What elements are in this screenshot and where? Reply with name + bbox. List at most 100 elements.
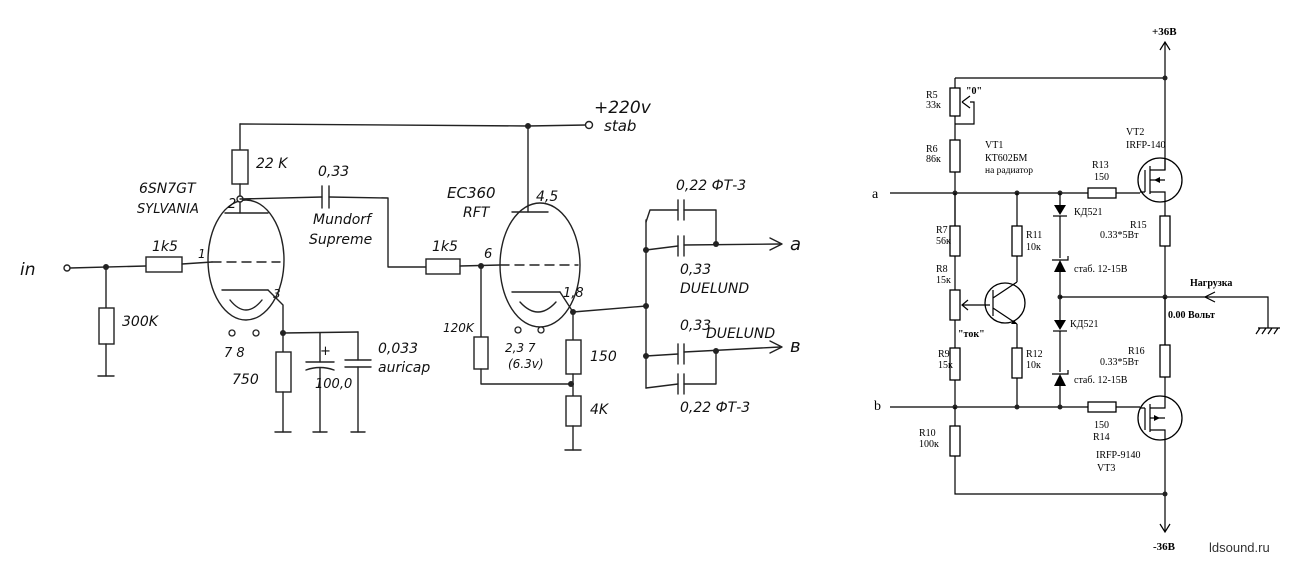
resistor-r8 (949, 289, 961, 321)
right-output-schematic: +36В R5 33к "0" R6 86к VT1 КТ602БМ на ра… (872, 26, 1280, 555)
junction-dot (1162, 75, 1168, 81)
r7-name: R7 (936, 225, 948, 236)
resistor-r7 (949, 225, 961, 257)
resistor-300k-label: 300K (122, 314, 160, 330)
junction-dot (1057, 404, 1063, 410)
r13-value: 150 (1094, 172, 1109, 183)
input-a-label: a (872, 187, 879, 202)
r6-name: R6 (926, 144, 938, 155)
resistor-r12 (1011, 347, 1023, 379)
pin-45-label: 4,5 (536, 189, 558, 205)
minus-36v-label: -36В (1153, 541, 1176, 553)
resistor-r11 (1011, 225, 1023, 257)
junction-dot (103, 264, 109, 270)
resistor-120k (473, 336, 489, 370)
minus-rail-arrow (1159, 523, 1171, 534)
junction-dot (1014, 404, 1020, 410)
resistor-750 (275, 351, 292, 393)
zero-label: "0" (966, 86, 982, 97)
cap-a-bot-brand: DUELUND (680, 281, 749, 297)
pin-6-label: 6 (484, 247, 492, 262)
resistor-120k-label: 120K (443, 321, 475, 335)
vt3-name: VT3 (1097, 463, 1115, 474)
transistor-vt1 (984, 282, 1026, 324)
r10-value: 100к (919, 439, 939, 450)
tube1-name-label: 6SN7GT (139, 181, 197, 197)
vt1-arrow (1011, 320, 1017, 324)
cathode-bus-wire (282, 331, 359, 334)
r11-value: 10к (1026, 242, 1041, 253)
r5-name: R5 (926, 90, 938, 101)
junction-dot (643, 303, 649, 309)
resistor-grid-1k5 (425, 258, 461, 275)
junction-dot (568, 381, 574, 387)
pin-circle (252, 329, 260, 337)
r12-name: R12 (1026, 349, 1043, 360)
r14-value: 150 (1094, 420, 1109, 431)
vt2-name: VT2 (1126, 127, 1144, 138)
pin-circle (537, 326, 545, 334)
cap-b-bot-label: 0,22 ФТ-3 (680, 400, 750, 416)
r15-name: R15 (1130, 220, 1147, 231)
volt-reading: 0.00 Вольт (1168, 310, 1215, 321)
zener-bar (1052, 370, 1069, 375)
r10-wire (954, 456, 1165, 495)
diode-kd521-top (1054, 205, 1066, 215)
resistor-r6 (949, 139, 961, 173)
resistor-150-label: 150 (590, 349, 617, 365)
out-b-arrow (769, 340, 783, 354)
vt1-note: на радиатор (985, 166, 1033, 176)
tube2-maker-label: RFT (463, 205, 491, 221)
d-bot-label: КД521 (1070, 319, 1099, 330)
r7-value: 56к (936, 236, 951, 247)
cap-auricap-label: auricap (378, 360, 430, 376)
output-bus-wire (572, 305, 647, 313)
left-tube-schematic: +220v stab 22 K 2 6SN7GT SYLVANIA in 1k5… (20, 98, 801, 451)
pin-circle (228, 329, 236, 337)
heater-pins-label: 7 8 (224, 346, 245, 361)
mosfet-vt2 (1137, 157, 1183, 203)
ground-symbol (1255, 327, 1280, 335)
coupling-cap-brand1: Mundorf (313, 212, 373, 228)
cap-b-top-value: 0,33 (680, 318, 711, 334)
pin-circle (514, 326, 522, 334)
tube2-name-label: EC360 (447, 184, 496, 202)
r16-name: R16 (1128, 346, 1145, 357)
cap-b-top-brand: DUELUND (706, 326, 775, 342)
cap-b-bot-wire (683, 350, 717, 385)
r6-value: 86к (926, 154, 941, 165)
resistor-r14 (1087, 401, 1117, 413)
pin-18-label: 1,8 (563, 286, 584, 301)
cathode-wire (267, 289, 284, 334)
r12-value: 10к (1026, 360, 1041, 371)
out-b-label: в (790, 336, 801, 357)
heater2-voltage-label: (6.3v) (508, 357, 544, 371)
coupling-cap-brand2: Supreme (309, 232, 372, 248)
r5-value: 33к (926, 100, 941, 111)
grid2-leak-wire (480, 368, 571, 385)
supply-rail-wire (239, 123, 587, 127)
pin-3-label: 3 (273, 287, 281, 301)
resistor-input-label: 1k5 (152, 239, 178, 255)
vt2-part: IRFP-140 (1126, 140, 1165, 151)
cap-b-top-wire (645, 353, 679, 357)
zener-top (1054, 260, 1066, 272)
resistor-r5 (949, 87, 961, 117)
r11-name: R11 (1026, 230, 1042, 241)
d-top-label: КД521 (1074, 207, 1103, 218)
r14-name: R14 (1093, 432, 1110, 443)
supply-voltage-label: +220v (594, 98, 652, 118)
load-label: Нагрузка (1190, 278, 1232, 289)
r15-value: 0.33*5Вт (1100, 230, 1139, 241)
junction-dot (1162, 491, 1168, 497)
vt2-arrow (1154, 177, 1160, 183)
cap-b-bot-wire (645, 383, 679, 389)
diode-kd521-bot (1054, 320, 1066, 330)
input-label: in (20, 260, 36, 280)
r8-wiper (961, 299, 969, 311)
junction-dot (643, 353, 649, 359)
r9-value: 15к (938, 360, 953, 371)
coupling-wire (328, 196, 427, 268)
watermark: ldsound.ru (1209, 540, 1270, 555)
